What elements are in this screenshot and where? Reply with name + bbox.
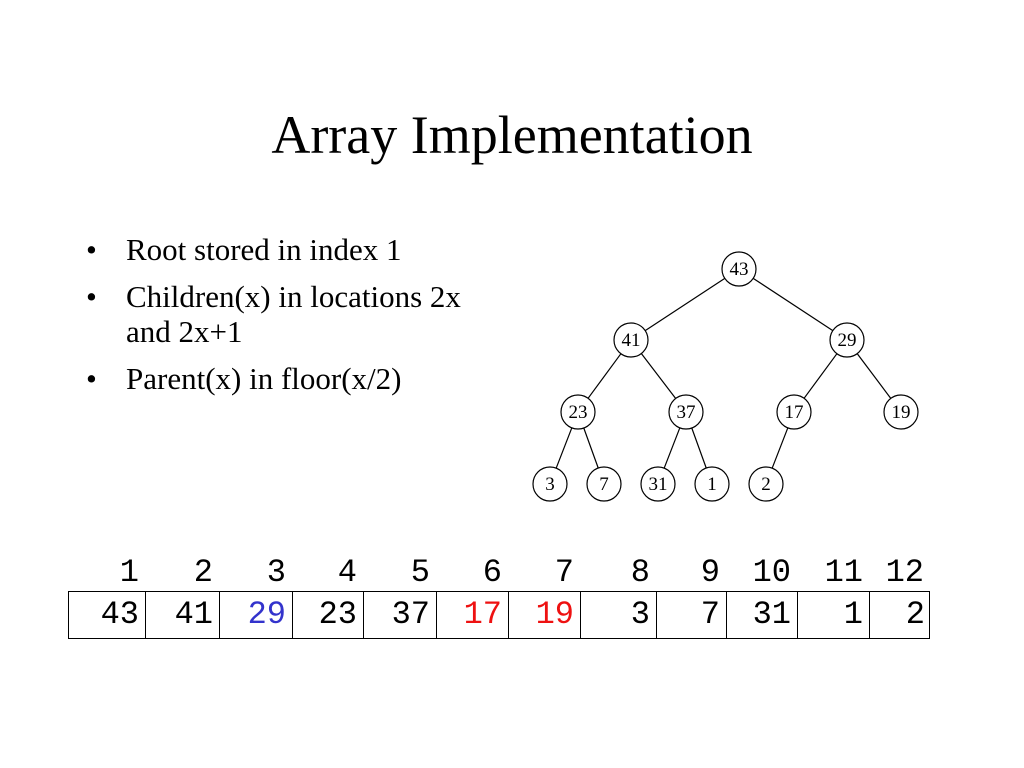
tree-node-label: 31: [649, 474, 668, 495]
tree-edge: [752, 277, 834, 332]
tree-edge: [583, 427, 599, 469]
array-index-label: 3: [266, 554, 286, 591]
bullet-dot: •: [86, 279, 97, 314]
tree-edge: [587, 353, 622, 399]
array-index-label: 9: [700, 554, 720, 591]
array-index-label: 2: [193, 554, 213, 591]
tree-node-label: 1: [707, 474, 717, 495]
array-cell: 29: [220, 592, 293, 638]
tree-node: 2: [748, 466, 784, 502]
tree-node-circle: [668, 394, 704, 430]
tree-node-circle: [829, 322, 865, 358]
tree-node-circle: [586, 466, 622, 502]
bullet-text: Parent(x) in floor(x/2): [126, 361, 402, 396]
array-cell: 17: [437, 592, 509, 638]
tree-node-label: 43: [730, 259, 749, 280]
tree-node-label: 2: [761, 474, 771, 495]
tree-node-circle: [560, 394, 596, 430]
tree-node-circle: [748, 466, 784, 502]
bullet-text: Children(x) in locations 2x and 2x+1: [126, 279, 461, 349]
tree-node-circle: [883, 394, 919, 430]
bullet-list: • Root stored in index 1 • Children(x) i…: [86, 232, 506, 408]
tree-node-circle: [640, 466, 676, 502]
tree-edge: [640, 353, 677, 399]
tree-node-label: 19: [892, 402, 911, 423]
array-cell: 37: [364, 592, 437, 638]
tree-node: 43: [721, 251, 757, 287]
tree-node-label: 7: [599, 474, 609, 495]
tree-node: 29: [829, 322, 865, 358]
tree-node-circle: [613, 322, 649, 358]
array-index-label: 10: [752, 554, 791, 591]
tree-node-label: 37: [677, 402, 696, 423]
array-index-label: 11: [824, 554, 863, 591]
array-cell: 19: [509, 592, 581, 638]
tree-node-label: 41: [622, 330, 641, 351]
array-cell: 3: [581, 592, 657, 638]
array-cell: 23: [293, 592, 364, 638]
array-index-label: 7: [554, 554, 574, 591]
tree-node-label: 29: [838, 330, 857, 351]
tree-edge: [856, 353, 892, 399]
tree-node-circle: [532, 466, 568, 502]
array-index-label: 6: [482, 554, 502, 591]
bullet-dot: •: [86, 232, 97, 267]
bullet-item: • Root stored in index 1: [86, 232, 506, 267]
tree-edge: [803, 353, 838, 399]
tree-node: 41: [613, 322, 649, 358]
array-index-label: 12: [885, 554, 924, 591]
slide-title: Array Implementation: [271, 105, 753, 165]
array-cell: 1: [798, 592, 870, 638]
tree-node-label: 23: [569, 402, 588, 423]
array-cell: 2: [905, 596, 925, 633]
array-cell: 41: [146, 592, 220, 638]
bullet-dot: •: [86, 361, 97, 396]
bullet-item: • Parent(x) in floor(x/2): [86, 361, 506, 396]
tree-node: 1: [694, 466, 730, 502]
array-index-label: 5: [410, 554, 430, 591]
tree-node-circle: [694, 466, 730, 502]
tree-node: 3: [532, 466, 568, 502]
tree-node-circle: [776, 394, 812, 430]
tree-node: 17: [776, 394, 812, 430]
array-cell: 7: [657, 592, 727, 638]
tree-node: 7: [586, 466, 622, 502]
tree-node: 37: [668, 394, 704, 430]
array-index-label: 4: [337, 554, 357, 591]
tree-node-label: 17: [785, 402, 804, 423]
tree-edge: [771, 427, 789, 469]
tree-node-label: 3: [545, 474, 555, 495]
array-index-label: 1: [119, 554, 139, 591]
array-cell: 31: [727, 592, 798, 638]
tree-node: 23: [560, 394, 596, 430]
tree-edge: [644, 277, 726, 332]
tree-node: 19: [883, 394, 919, 430]
tree-edge: [691, 427, 707, 469]
array-cell: 43: [69, 592, 146, 638]
tree-node: 31: [640, 466, 676, 502]
array-index-label: 8: [630, 554, 650, 591]
tree-edge: [555, 427, 573, 469]
bullet-text: Root stored in index 1: [126, 232, 402, 267]
tree-node-circle: [721, 251, 757, 287]
bullet-item: • Children(x) in locations 2x and 2x+1: [86, 279, 476, 349]
tree-edge: [663, 427, 681, 469]
